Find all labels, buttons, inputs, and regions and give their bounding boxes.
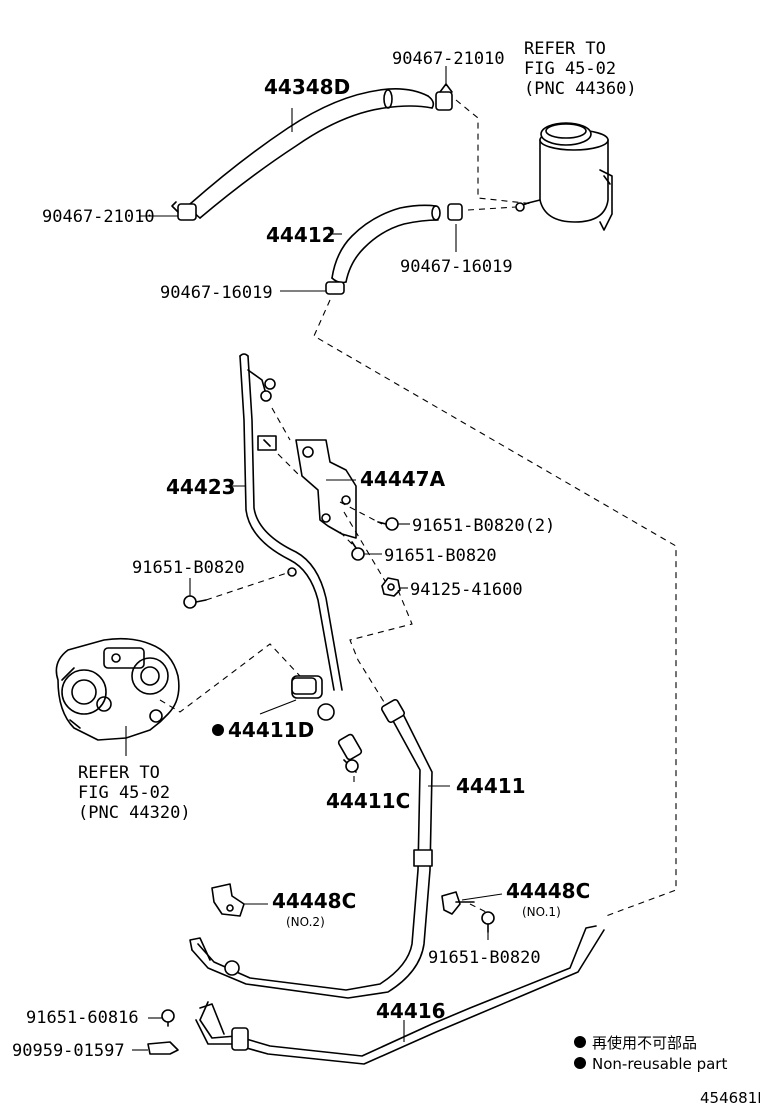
label-91651-B0820-2: 91651-B0820(2) [412,516,555,536]
label-refer-pump-3: (PNC 44320) [78,803,191,823]
tube-44416 [195,925,605,1065]
label-refer-pump-2: FIG 45-02 [78,783,170,803]
clamp-90467-21010-left [171,201,197,221]
clamp-44448C-no1 [441,891,475,915]
label-44411D: 44411D [228,718,314,742]
legend-text-jp: 再使用不可部品 [592,1034,697,1052]
reservoir-tank [515,122,613,231]
bolt-91651-B0820-2 [377,517,399,531]
legend: 再使用不可部品 Non-reusable part [574,1034,727,1073]
label-91651-B0820-left: 91651-B0820 [132,558,245,578]
label-44448C-left-sub: (NO.2) [286,915,325,929]
clamp-90467-16019-right [447,203,463,221]
bolt-91651-B0820-bottom [481,911,495,933]
clamp-90467-16019-left [325,281,345,295]
nut-94125-41600 [381,577,401,597]
non-reusable-marker-44411D [212,724,224,736]
label-90467-21010-left: 90467-21010 [42,207,155,227]
label-44448C-right-sub: (NO.1) [522,905,561,919]
gasket-44411D [291,677,317,695]
label-refer-pump-1: REFER TO [78,763,160,783]
label-44447A: 44447A [360,467,446,491]
figure-id: 454681F [700,1089,760,1107]
label-90467-16019-left: 90467-16019 [160,283,273,303]
bolt-91651-60816 [161,1009,175,1027]
legend-marker-jp [574,1036,586,1048]
label-44448C-right: 44448C [506,879,590,903]
label-refer-top-3: (PNC 44360) [524,79,637,99]
hose-44348D [189,88,435,219]
label-44348D: 44348D [264,75,350,99]
label-44411: 44411 [456,774,526,798]
union-bolt-44411C [337,733,363,773]
legend-text-en: Non-reusable part [592,1055,727,1073]
hose-44411 [189,699,433,999]
label-90959-01597: 90959-01597 [12,1041,125,1061]
clip-90959-01597 [147,1041,179,1055]
label-90467-16019-right: 90467-16019 [400,257,513,277]
clamp-44448C-no2 [211,883,245,917]
label-refer-top-2: FIG 45-02 [524,59,616,79]
legend-marker-en [574,1057,586,1069]
label-94125-41600: 94125-41600 [410,580,523,600]
label-44411C: 44411C [326,789,410,813]
label-44448C-left: 44448C [272,889,356,913]
label-44412: 44412 [266,223,336,247]
label-44423: 44423 [166,475,236,499]
bolt-91651-B0820-left [183,595,207,609]
bracket-44447A [295,439,357,539]
label-91651-60816: 91651-60816 [26,1008,139,1028]
tube-44423 [239,353,343,721]
label-91651-B0820-bottom: 91651-B0820 [428,948,541,968]
leader-lines [125,66,503,1051]
label-refer-top-1: REFER TO [524,39,606,59]
label-90467-21010-top: 90467-21010 [392,49,505,69]
label-44416: 44416 [376,999,446,1023]
clamp-90467-21010-top [435,83,453,111]
bolt-91651-B0820-mid [351,541,365,561]
label-91651-B0820-mid: 91651-B0820 [384,546,497,566]
power-steering-pump [55,637,180,741]
